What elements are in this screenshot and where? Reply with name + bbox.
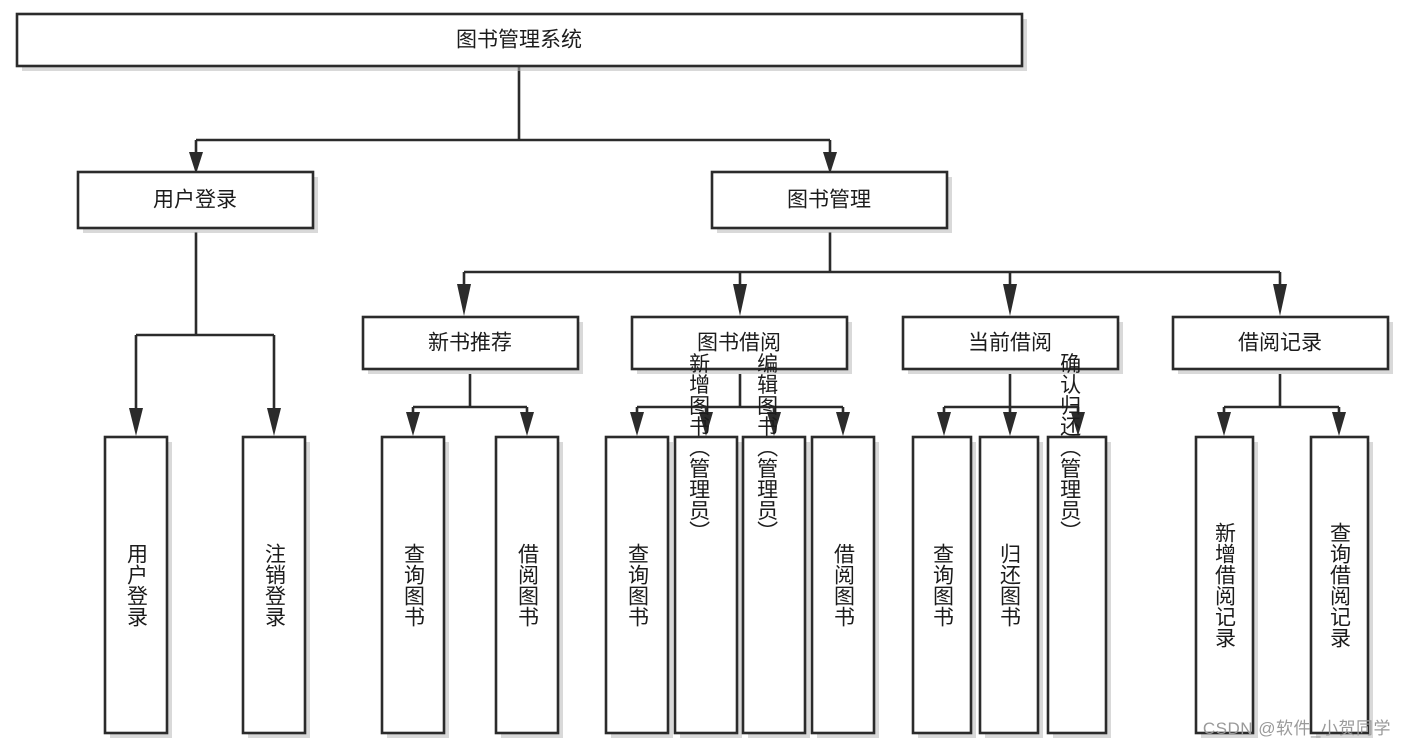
node-book-borrow-box: [630, 315, 849, 371]
arrow-bm-book-borrow-icon: [733, 284, 747, 316]
node-leaf-query-book-1[interactable]: 查询图书: [380, 435, 449, 738]
node-leaf-add-book-label: 新增图书（管理员）: [687, 353, 711, 542]
node-leaf-query-book-3-box: [911, 435, 973, 735]
node-current-borrow[interactable]: 当前借阅: [901, 315, 1123, 374]
node-leaf-user-login[interactable]: 用户登录: [103, 435, 172, 738]
node-leaf-borrow-book-1[interactable]: 借阅图书: [494, 435, 563, 738]
arrow-cb-leaf-3-icon: [1071, 412, 1085, 436]
node-current-borrow-box: [901, 315, 1120, 371]
node-leaf-query-book-3[interactable]: 查询图书: [911, 435, 976, 738]
arrow-bb-leaf-4-icon: [836, 412, 850, 436]
node-root-box: [15, 12, 1024, 68]
edges-group: [129, 66, 1346, 436]
node-book-borrow[interactable]: 图书借阅: [630, 315, 852, 374]
arrow-root-to-book-manage-icon: [823, 152, 837, 174]
node-leaf-add-record-box: [1194, 435, 1255, 735]
node-current-borrow-label: 当前借阅: [968, 332, 1052, 355]
node-leaf-return-book-box: [978, 435, 1040, 735]
arrow-br-leaf-1-icon: [1217, 412, 1231, 436]
node-new-book-recommend-label: 新书推荐: [428, 332, 512, 355]
node-user-login-box: [76, 170, 315, 230]
node-leaf-borrow-book-1-label: 借阅图书: [516, 543, 540, 627]
arrow-user-login-leaf-1-icon: [129, 408, 143, 436]
node-leaf-user-login-label: 用户登录: [125, 543, 149, 627]
node-borrow-record-box: [1171, 315, 1390, 371]
node-leaf-return-book[interactable]: 归还图书: [978, 435, 1043, 738]
arrow-user-login-leaf-2-icon: [267, 408, 281, 436]
node-root[interactable]: 图书管理系统: [15, 12, 1027, 71]
node-leaf-user-login-box: [103, 435, 169, 735]
node-leaf-query-record-label: 查询借阅记录: [1328, 522, 1352, 648]
node-leaf-add-book[interactable]: 新增图书（管理员）: [673, 353, 742, 739]
node-borrow-record-label: 借阅记录: [1238, 332, 1322, 355]
node-book-borrow-label: 图书借阅: [697, 332, 781, 355]
node-leaf-confirm-return-label: 确认归还（管理员）: [1058, 353, 1082, 542]
node-leaf-query-book-2-label: 查询图书: [626, 543, 650, 627]
node-leaf-edit-book-label: 编辑图书（管理员）: [755, 353, 779, 542]
node-leaf-edit-book[interactable]: 编辑图书（管理员）: [741, 353, 810, 739]
arrow-bm-borrow-record-icon: [1273, 284, 1287, 316]
node-leaf-borrow-book-2-box: [810, 435, 876, 735]
node-borrow-record[interactable]: 借阅记录: [1171, 315, 1393, 374]
arrow-bb-leaf-2-icon: [699, 412, 713, 436]
node-leaf-add-book-box: [673, 435, 739, 735]
arrow-bm-new-book-icon: [457, 284, 471, 316]
node-new-book-recommend[interactable]: 新书推荐: [361, 315, 583, 374]
node-leaf-edit-book-box: [741, 435, 807, 735]
arrow-br-leaf-2-icon: [1332, 412, 1346, 436]
node-book-manage-box: [710, 170, 949, 230]
node-leaf-borrow-book-2-label: 借阅图书: [832, 543, 856, 627]
node-leaf-confirm-return-box: [1046, 435, 1108, 735]
arrow-bm-current-borrow-icon: [1003, 284, 1017, 316]
node-leaf-confirm-return[interactable]: 确认归还（管理员）: [1046, 353, 1111, 739]
node-leaf-user-logout-box: [241, 435, 307, 735]
arrow-root-to-user-login-icon: [189, 152, 203, 174]
node-leaf-query-book-1-label: 查询图书: [402, 543, 426, 627]
node-leaf-user-logout-label: 注销登录: [263, 543, 287, 627]
node-leaf-query-record[interactable]: 查询借阅记录: [1309, 435, 1373, 738]
node-leaf-add-record[interactable]: 新增借阅记录: [1194, 435, 1258, 738]
node-leaf-query-book-2-box: [604, 435, 670, 735]
node-new-book-recommend-box: [361, 315, 580, 371]
node-root-label: 图书管理系统: [456, 29, 582, 52]
node-leaf-borrow-book-2[interactable]: 借阅图书: [810, 435, 879, 738]
node-leaf-add-record-label: 新增借阅记录: [1213, 522, 1237, 648]
node-leaf-borrow-book-1-box: [494, 435, 560, 735]
arrow-bb-leaf-1-icon: [630, 412, 644, 436]
arrow-bb-leaf-3-icon: [767, 412, 781, 436]
node-leaf-user-logout[interactable]: 注销登录: [241, 435, 310, 738]
csdn-watermark: CSDN @软件_小贺同学: [1202, 719, 1391, 738]
arrow-cb-leaf-1-icon: [937, 412, 951, 436]
arrow-nbr-leaf-2-icon: [520, 412, 534, 436]
node-book-manage-label: 图书管理: [787, 189, 871, 212]
node-leaf-query-record-box: [1309, 435, 1370, 735]
node-leaf-query-book-2[interactable]: 查询图书: [604, 435, 673, 738]
node-leaf-query-book-1-box: [380, 435, 446, 735]
arrow-cb-leaf-2-icon: [1003, 412, 1017, 436]
node-user-login-label: 用户登录: [153, 189, 237, 212]
arrow-nbr-leaf-1-icon: [406, 412, 420, 436]
node-leaf-return-book-label: 归还图书: [998, 543, 1022, 627]
node-user-login[interactable]: 用户登录: [76, 170, 318, 233]
node-leaf-query-book-3-label: 查询图书: [931, 543, 955, 627]
node-book-manage[interactable]: 图书管理: [710, 170, 952, 233]
